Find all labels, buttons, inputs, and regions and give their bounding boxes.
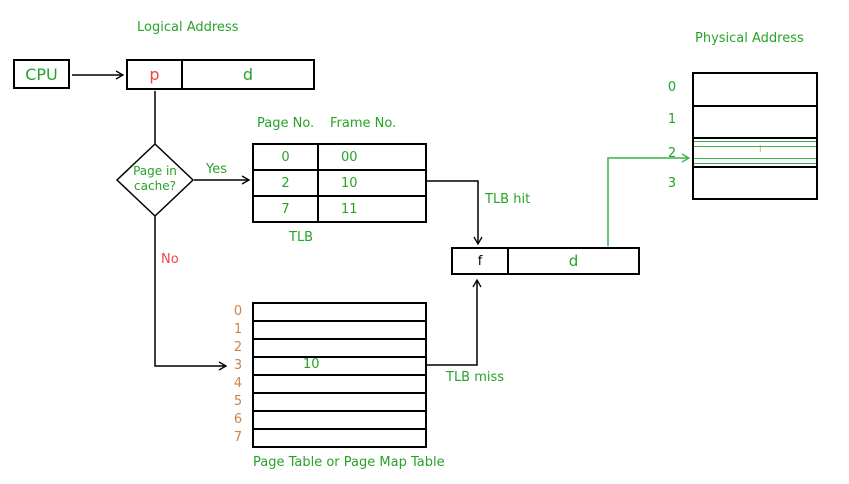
offset-field-2: d: [568, 252, 579, 270]
frame-number-field: f: [453, 249, 509, 273]
page-table-row-label: 2: [233, 340, 243, 355]
page-table-row-label: 0: [233, 304, 243, 319]
tlb-page-cell: 0: [254, 145, 319, 169]
arrow-fd-to-physical-frame: [607, 153, 691, 246]
page-table-row: [254, 430, 425, 446]
memory-divider: [694, 137, 816, 139]
page-table-entry-value: 10: [303, 357, 320, 372]
frame-note: i: [759, 145, 762, 155]
arrow-tlb-miss-to-f: [427, 278, 482, 366]
page-table: [252, 302, 427, 448]
cpu-box: CPU: [13, 59, 70, 89]
tlb-miss-label: TLB miss: [446, 370, 505, 385]
page-table-row-label: 3: [233, 358, 243, 373]
tlb-frame-cell: 11: [341, 201, 358, 217]
frame-highlight-line: [694, 146, 816, 147]
memory-divider: [694, 166, 816, 168]
physical-row-label: 1: [667, 112, 677, 127]
page-table-row: [254, 412, 425, 430]
page-table-row-label: 1: [233, 322, 243, 337]
tlb-page-cell: 2: [254, 171, 319, 195]
page-table-row: [254, 376, 425, 394]
tlb-row: 2 10: [254, 171, 425, 197]
page-table-row: [254, 394, 425, 412]
tlb-col-header-page: Page No.: [257, 116, 315, 131]
page-table-row: [254, 322, 425, 340]
tlb-frame-cell: 10: [341, 175, 358, 191]
page-table-row: [254, 304, 425, 322]
offset-field: d: [242, 65, 254, 84]
arrow-no-to-page-table: [154, 216, 228, 371]
tlb-caption: TLB: [289, 230, 314, 245]
logical-address-box: p d: [126, 59, 315, 90]
frame-highlight-line: [694, 141, 816, 142]
frame-highlight-line: [694, 158, 816, 159]
page-table-row-label: 6: [233, 412, 243, 427]
no-label: No: [161, 252, 179, 267]
tlb-page-cell: 7: [254, 197, 319, 221]
arrow-tlb-hit-to-f: [427, 180, 483, 246]
page-table-row: [254, 340, 425, 358]
tlb-hit-label: TLB hit: [485, 192, 531, 207]
tlb-row: 0 00: [254, 145, 425, 171]
frame-highlight-line: [694, 163, 816, 164]
logical-address-label: Logical Address: [137, 20, 239, 35]
tlb-frame-cell: 00: [341, 149, 358, 165]
page-number-field: p: [128, 61, 183, 88]
physical-memory-box: [692, 72, 818, 200]
physical-address-label: Physical Address: [695, 31, 804, 46]
tlb-col-header-frame: Frame No.: [330, 116, 397, 131]
physical-row-label: 3: [667, 176, 677, 191]
yes-label: Yes: [206, 162, 227, 177]
physical-row-label: 0: [667, 80, 677, 95]
page-table-row-label: 5: [233, 394, 243, 409]
memory-divider: [694, 105, 816, 107]
page-table-row-label: 4: [233, 376, 243, 391]
page-table-caption: Page Table or Page Map Table: [253, 455, 445, 470]
page-table-row-label: 7: [233, 430, 243, 445]
tlb-row: 7 11: [254, 197, 425, 221]
physical-row-label: 2: [667, 146, 677, 161]
physical-address-box: f d: [451, 247, 640, 275]
cpu-label: CPU: [25, 64, 58, 84]
page-table-row: [254, 358, 425, 376]
tlb-table: 0 00 2 10 7 11: [252, 143, 427, 223]
decision-label: Page in cache?: [133, 164, 177, 193]
